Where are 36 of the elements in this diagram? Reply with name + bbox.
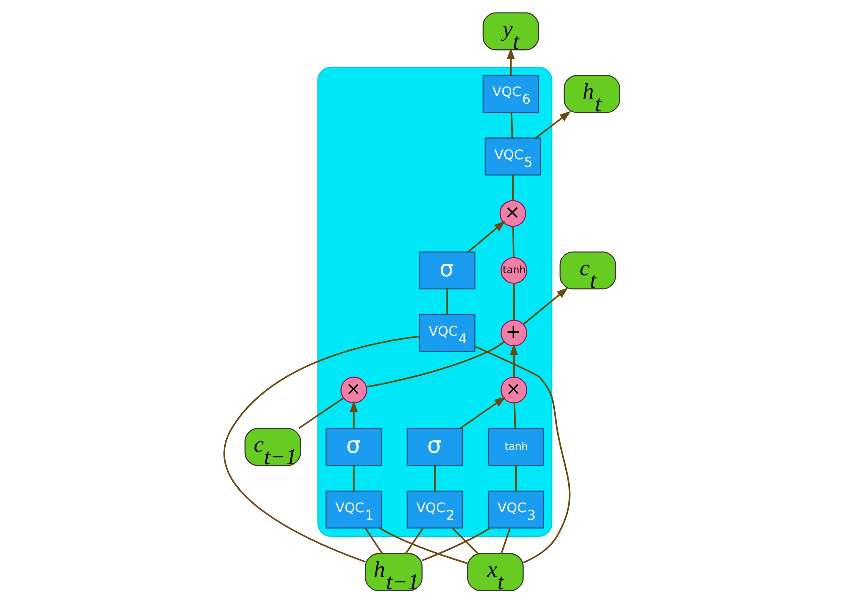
node-circle: × — [500, 376, 527, 404]
connector — [500, 528, 510, 554]
connector — [366, 340, 505, 388]
connector — [422, 527, 490, 561]
connector — [352, 465, 354, 491]
connector — [452, 527, 478, 554]
cluster — [317, 66, 552, 537]
node-circle: + — [500, 319, 527, 346]
connector — [224, 335, 420, 562]
connector — [364, 528, 383, 554]
connector — [512, 226, 514, 258]
arrow — [534, 110, 571, 138]
arrow — [350, 400, 358, 428]
connector — [512, 174, 514, 200]
arrow — [522, 287, 568, 324]
arrow — [468, 220, 506, 252]
node-box: σ — [325, 428, 382, 466]
connector — [513, 402, 516, 428]
connector — [514, 465, 517, 491]
connector — [474, 345, 570, 564]
arrow — [460, 396, 506, 429]
connector — [512, 283, 514, 320]
node-box: σ — [406, 428, 463, 466]
connector — [379, 527, 468, 564]
arrow — [510, 343, 518, 377]
node-circle: × — [340, 376, 367, 404]
node-box: tanh — [487, 428, 544, 466]
connector — [510, 112, 513, 138]
connector — [446, 288, 448, 314]
node-circle: × — [499, 200, 526, 227]
node-box: σ — [418, 251, 476, 290]
connector — [434, 465, 436, 491]
node-circle: tanh — [500, 256, 527, 284]
connector — [298, 397, 344, 429]
connector — [404, 528, 424, 554]
arrow — [506, 47, 515, 76]
